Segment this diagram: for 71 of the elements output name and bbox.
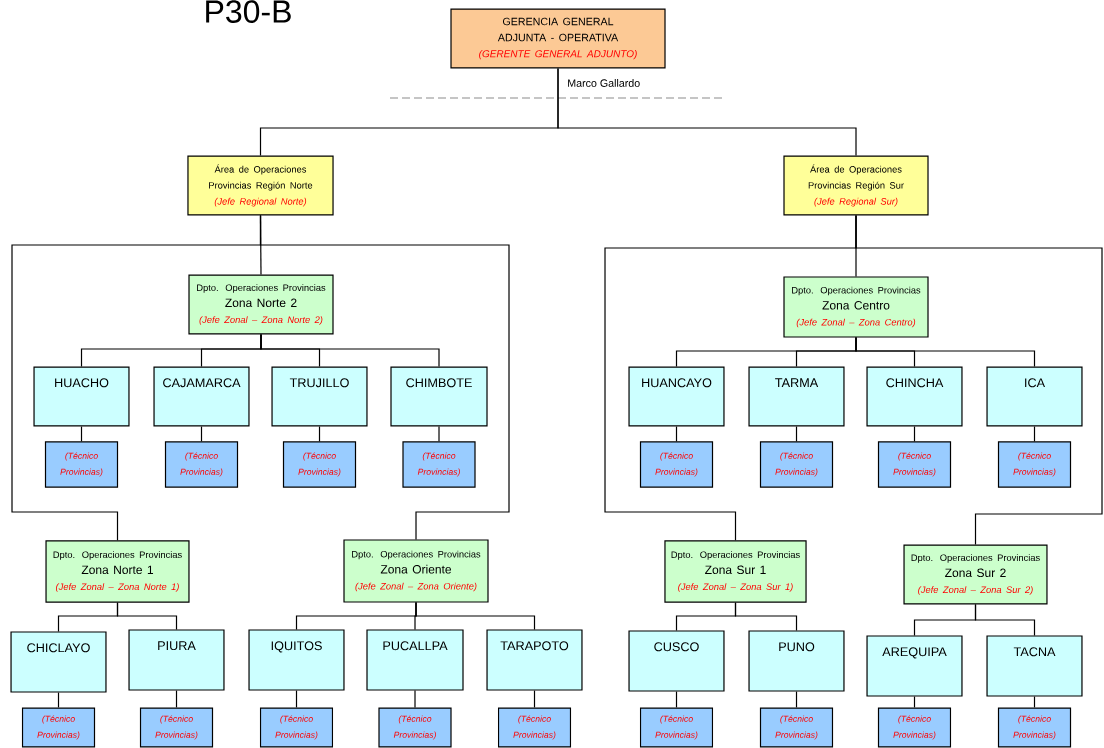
zone-box: Dpto. Operaciones Provincias Zona Norte 1 (Jefe Zonal – Zona Norte 1) [45, 540, 190, 603]
connector-line [855, 214, 1103, 546]
technician-box: (Técnico Provincias) [877, 441, 952, 488]
technician-box: (Técnico Provincias) [877, 707, 952, 748]
city-box: CHICLAYO [10, 631, 107, 693]
technician-box: (Técnico Provincias) [497, 707, 572, 748]
city-box: TARMA [748, 366, 845, 427]
management-box: GERENCIA GENERAL ADJUNTA - OPERATIVA (GERENTE GENERAL ADJUNTO) [450, 8, 666, 69]
zone-box: Dpto. Operaciones Provincias Zona Sur 2 (Jefe Zonal – Zona Sur 2) [903, 544, 1048, 605]
technician-box: (Técnico Provincias) [997, 707, 1072, 748]
technician-box: (Técnico Provincias) [139, 707, 214, 748]
connector-line [259, 214, 510, 540]
connector-line [295, 690, 298, 709]
technician-box: (Técnico Provincias) [639, 441, 714, 488]
connector-line [438, 425, 440, 442]
connector-line [557, 67, 857, 157]
city-box: HUACHO [33, 366, 130, 427]
technician-box: (Técnico Provincias) [282, 441, 357, 488]
technician-box: (Técnico Provincias) [259, 707, 334, 748]
connector-line [116, 602, 178, 630]
region-box: Área de Operaciones Provincias Región Sur (Jefe Regional Sur) [783, 155, 929, 216]
city-box: TACNA [986, 635, 1083, 697]
city-box: HUANCAYO [628, 366, 725, 427]
technician-box: (Técnico Provincias) [378, 707, 452, 748]
connector-line [80, 425, 83, 442]
city-box: PUCALLPA [366, 629, 464, 691]
city-box: PUNO [748, 630, 845, 692]
technician-box: (Técnico Provincias) [21, 707, 96, 748]
connector-line [318, 425, 321, 442]
technician-box: (Técnico Provincias) [402, 441, 476, 488]
person-name: Marco Gallardo [568, 79, 640, 87]
connector-line [1033, 425, 1036, 442]
city-box: CAJAMARCA [153, 366, 250, 427]
connector-line [57, 692, 60, 709]
connector-line [675, 425, 678, 442]
zone-box: Dpto. Operaciones Provincias Zona Norte 2 (Jefe Zonal – Zona Norte 2) [188, 274, 334, 335]
technician-box: (Técnico Provincias) [639, 707, 714, 748]
region-box: Área de Operaciones Provincias Región Norte (Jefe Regional Norte) [187, 155, 334, 216]
technician-box: (Técnico Provincias) [997, 441, 1072, 488]
connector-line [200, 425, 203, 442]
connector-line [734, 602, 798, 631]
zone-box: Dpto. Operaciones Provincias Zona Centro (Jefe Zonal – Zona Centro) [783, 276, 929, 338]
connector-line [913, 425, 916, 442]
connector-line [855, 337, 1036, 368]
technician-box: (Técnico Provincias) [759, 441, 834, 488]
connector-line [913, 696, 916, 709]
city-box: ICA [986, 366, 1083, 427]
connector-line [260, 333, 440, 368]
title: P30-B [206, 0, 291, 23]
technician-box: (Técnico Provincias) [164, 441, 239, 488]
connector-line [533, 690, 536, 709]
city-box: TRUJILLO [271, 366, 368, 427]
zone-box: Dpto. Operaciones Provincias Zona Oriente (Jefe Zonal – Zona Oriente) [343, 539, 489, 603]
technician-box: (Técnico Provincias) [44, 441, 119, 488]
connector-line [795, 691, 798, 709]
city-box: AREQUIPA [866, 635, 963, 697]
city-box: PIURA [128, 629, 225, 691]
connector-line [1033, 696, 1036, 709]
connector-line [175, 690, 178, 709]
technician-box: (Técnico Provincias) [759, 707, 834, 748]
connector-line [415, 602, 536, 630]
city-box: CUSCO [628, 630, 725, 692]
connector-line [974, 603, 1036, 636]
city-box: TARAPOTO [486, 629, 583, 691]
city-box: CHIMBOTE [390, 366, 488, 427]
city-box: IQUITOS [248, 629, 345, 691]
connector-line [414, 690, 416, 709]
connector-line [675, 691, 678, 709]
city-box: CHINCHA [866, 366, 963, 427]
connector-line [795, 425, 798, 442]
zone-box: Dpto. Operaciones Provincias Zona Sur 1 (Jefe Zonal – Zona Sur 1) [664, 540, 807, 603]
